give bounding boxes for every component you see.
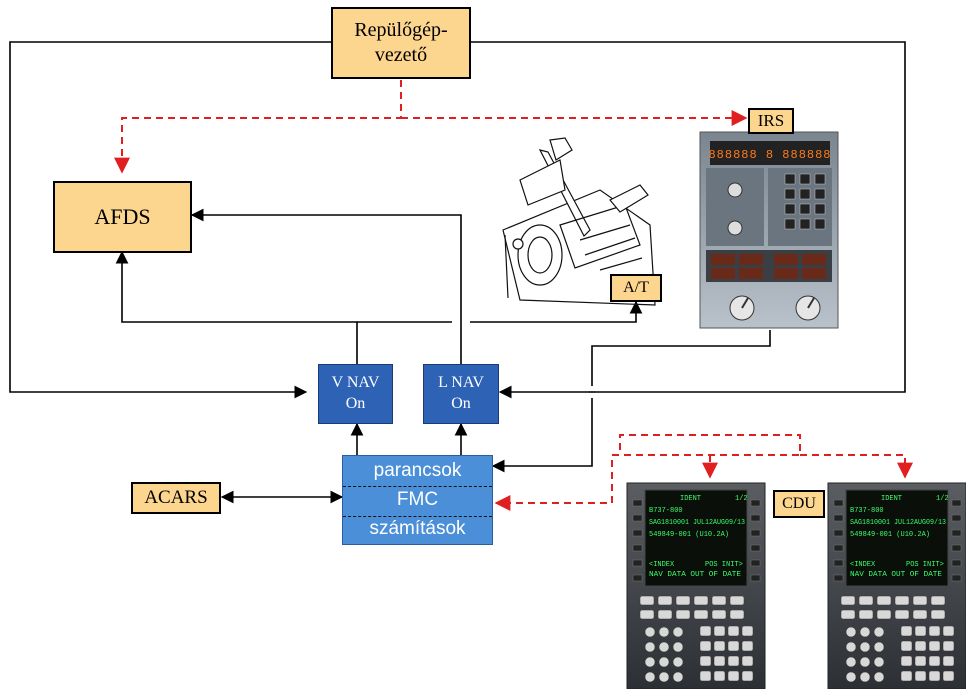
fmc-calculations-label: számítások bbox=[369, 518, 466, 540]
pilot-label: Repülőgép- vezető bbox=[354, 19, 448, 66]
link-pilot-lnav bbox=[471, 41, 906, 399]
cdu-screen-title: IDENT bbox=[881, 495, 902, 503]
cdu-screen-page: 1/2 bbox=[936, 495, 949, 503]
link-cdu-fmc bbox=[494, 434, 801, 511]
svg-text:888888 8 888888: 888888 8 888888 bbox=[708, 148, 831, 162]
fmc-label: FMC bbox=[396, 488, 439, 510]
vnav-label-line2: On bbox=[345, 395, 366, 412]
fmc-commands-label: parancsok bbox=[373, 459, 462, 481]
cdu-screen-warning: NAV DATA OUT OF DATE bbox=[649, 571, 741, 579]
lnav-label-line1: L NAV bbox=[438, 374, 484, 392]
vnav-label-line1: V NAV bbox=[331, 374, 380, 392]
cdu-screen-page: 1/2 bbox=[735, 495, 748, 503]
cdu-screen-index: <INDEX bbox=[649, 561, 675, 569]
cdu-screen-op-program: 549849-001 (U10.2A) bbox=[850, 531, 930, 539]
cdu-label: CDU bbox=[782, 495, 816, 512]
link-vnav-afds bbox=[115, 250, 358, 364]
solid-connections bbox=[9, 41, 906, 504]
cdu-right-image bbox=[827, 482, 966, 689]
acars-label: ACARS bbox=[144, 487, 208, 508]
irs-node: IRS bbox=[748, 108, 794, 134]
acars-node: ACARS bbox=[131, 482, 221, 514]
link-pilot-vnav bbox=[9, 41, 331, 399]
fmc-divider-top bbox=[343, 486, 492, 487]
cdu-screen-title: IDENT bbox=[680, 495, 701, 503]
afds-node: AFDS bbox=[53, 181, 192, 253]
link-irs-fmc bbox=[491, 330, 771, 473]
cdu-right-screen-text: IDENT 1/2 B737-800 SAG1810001 JUL12AUG09… bbox=[850, 495, 949, 579]
throttle-illustration bbox=[502, 137, 656, 306]
fmc-divider-bottom bbox=[343, 516, 492, 517]
cdu-screen-pos-init: POS INIT> bbox=[906, 561, 944, 569]
link-lnav-afds bbox=[190, 208, 462, 364]
cdu-left-screen-text: IDENT 1/2 B737-800 SAG1810001 JUL12AUG09… bbox=[649, 495, 748, 579]
irs-panel-image: 888888 8 888888 bbox=[699, 131, 839, 329]
cdu-screen-index: <INDEX bbox=[850, 561, 876, 569]
at-label: A/T bbox=[623, 279, 649, 296]
link-vnav-at bbox=[357, 300, 643, 323]
cdu-screen-model: B737-800 bbox=[850, 507, 884, 515]
afds-label: AFDS bbox=[94, 204, 151, 229]
irs-label: IRS bbox=[757, 111, 785, 130]
lnav-label-line2: On bbox=[451, 395, 471, 412]
cdu-left-image bbox=[626, 482, 766, 689]
cdu-screen-warning: NAV DATA OUT OF DATE bbox=[850, 571, 942, 579]
link-cdu-right bbox=[800, 454, 913, 479]
cdu-screen-pos-init: POS INIT> bbox=[705, 561, 743, 569]
cdu-screen-nav-data: SAG1810001 JUL12AUG09/13 bbox=[850, 519, 946, 527]
vnav-node: V NAV On bbox=[318, 364, 393, 424]
lnav-node: L NAV On bbox=[423, 364, 499, 424]
dashed-connections bbox=[114, 80, 913, 511]
pilot-node: Repülőgép- vezető bbox=[331, 7, 471, 79]
link-pilot-afds bbox=[114, 80, 402, 174]
cdu-screen-op-program: 549849-001 (U10.2A) bbox=[649, 531, 729, 539]
cdu-node: CDU bbox=[773, 490, 825, 518]
cdu-screen-nav-data: SAG1810001 JUL12AUG09/13 bbox=[649, 519, 745, 527]
at-node: A/T bbox=[610, 274, 662, 302]
line-crossing-bridges bbox=[460, 318, 596, 393]
cdu-screen-model: B737-800 bbox=[649, 507, 683, 515]
fmc-node: parancsok FMC számítások bbox=[342, 455, 493, 545]
